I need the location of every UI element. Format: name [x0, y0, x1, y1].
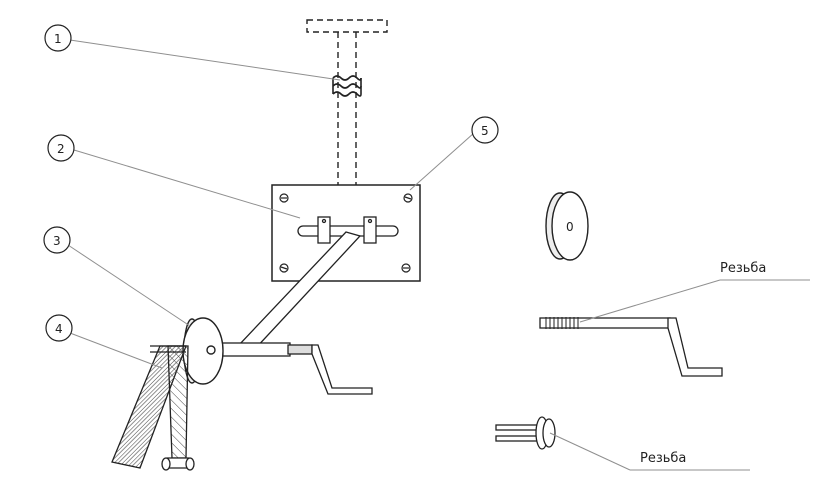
flexible-coupling [332, 75, 362, 97]
callout-5: 5 [471, 116, 499, 144]
strip-clamp [161, 457, 195, 471]
crank-shaft [203, 342, 373, 395]
threaded-crank [539, 317, 723, 377]
leader-lines [67, 39, 810, 471]
main-disc [182, 317, 224, 385]
callout-4-label: 4 [55, 322, 63, 336]
belt-strips [111, 345, 189, 469]
plate-screw-heads [279, 193, 413, 273]
callout-1-label: 1 [54, 32, 62, 46]
small-fork-part [495, 416, 556, 450]
callout-2: 2 [47, 134, 75, 162]
loose-disc: 0 [545, 191, 589, 261]
pin-brackets [317, 216, 377, 244]
callout-1: 1 [44, 24, 72, 52]
callout-2-label: 2 [57, 142, 65, 156]
disc-mark: 0 [566, 220, 574, 234]
thread-label-top: Резьба [720, 261, 766, 276]
callout-3: 3 [43, 226, 71, 254]
callout-3-label: 3 [53, 234, 61, 248]
callout-4: 4 [45, 314, 73, 342]
thread-label-bottom: Резьба [640, 451, 686, 466]
callout-5-label: 5 [481, 124, 489, 138]
